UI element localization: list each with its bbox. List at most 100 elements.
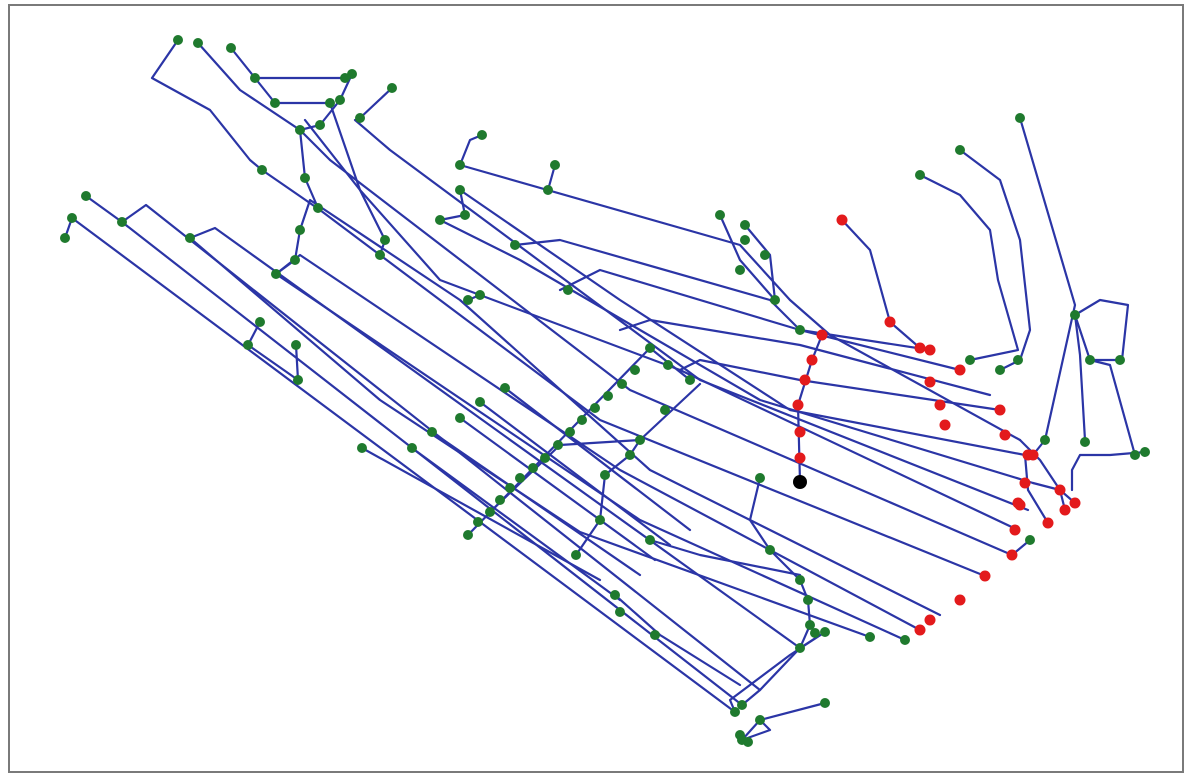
- network-node: [805, 620, 815, 630]
- highlighted-node: [794, 426, 806, 438]
- highlighted-node: [924, 376, 936, 388]
- network-node: [185, 233, 195, 243]
- network-node: [117, 217, 127, 227]
- highlighted-node: [1019, 477, 1031, 489]
- network-node: [1013, 355, 1023, 365]
- highlighted-node: [816, 329, 828, 341]
- pipe-edge: [840, 218, 922, 350]
- pipe-edge: [678, 358, 1002, 412]
- pipe-edge: [458, 188, 1027, 457]
- pipe-edge: [748, 476, 812, 650]
- pipe-edge: [728, 630, 827, 714]
- highlighted-node: [924, 614, 936, 626]
- network-node: [505, 483, 515, 493]
- highlighted-node: [1009, 524, 1021, 536]
- network-node: [485, 507, 495, 517]
- network-node: [660, 405, 670, 415]
- network-node: [463, 530, 473, 540]
- network-node: [1140, 447, 1150, 457]
- network-node: [455, 160, 465, 170]
- network-node: [735, 730, 745, 740]
- pipe-edge: [613, 593, 742, 687]
- network-node: [357, 443, 367, 453]
- highlighted-node: [792, 399, 804, 411]
- network-node: [295, 225, 305, 235]
- network-node: [313, 203, 323, 213]
- network-node: [355, 113, 365, 123]
- network-node: [755, 473, 765, 483]
- highlighted-node: [1054, 484, 1066, 496]
- network-node: [300, 173, 310, 183]
- network-node: [81, 191, 91, 201]
- network-node: [795, 575, 805, 585]
- network-node: [387, 83, 397, 93]
- highlighted-node: [794, 452, 806, 464]
- network-node: [635, 435, 645, 445]
- network-node: [955, 145, 965, 155]
- highlighted-node: [934, 399, 946, 411]
- highlighted-node: [1069, 497, 1081, 509]
- pipe-edge: [298, 198, 942, 617]
- network-node: [600, 470, 610, 480]
- network-node: [803, 595, 813, 605]
- highlighted-node: [939, 419, 951, 431]
- network-node: [820, 627, 830, 637]
- network-node: [293, 375, 303, 385]
- network-node: [1080, 437, 1090, 447]
- pipe-edge: [513, 238, 932, 352]
- network-node: [715, 210, 725, 220]
- network-node: [760, 250, 770, 260]
- pipe-edge: [740, 718, 772, 742]
- network-node: [347, 69, 357, 79]
- pipe-edge: [1088, 358, 1137, 457]
- pipe-edge: [63, 216, 737, 714]
- source-node: [793, 475, 807, 489]
- network-node: [1040, 435, 1050, 445]
- network-node: [335, 95, 345, 105]
- network-node: [380, 235, 390, 245]
- network-node: [795, 643, 805, 653]
- network-node: [1115, 355, 1125, 365]
- highlighted-node: [1006, 549, 1018, 561]
- highlighted-node: [979, 570, 991, 582]
- pipe-edge: [438, 218, 1035, 485]
- network-node: [243, 340, 253, 350]
- pipe-edge: [743, 223, 777, 302]
- pipe-edge: [274, 272, 907, 642]
- network-node: [645, 343, 655, 353]
- network-node: [427, 427, 437, 437]
- network-node: [500, 383, 510, 393]
- pipe-edge: [1070, 450, 1147, 492]
- network-node: [407, 443, 417, 453]
- network-node: [510, 240, 520, 250]
- network-node: [540, 453, 550, 463]
- network-node: [270, 98, 280, 108]
- network-node: [595, 515, 605, 525]
- highlighted-node: [1042, 517, 1054, 529]
- network-node: [455, 185, 465, 195]
- network-node: [1070, 310, 1080, 320]
- pipe-edge: [353, 118, 1030, 512]
- network-node: [610, 590, 620, 600]
- highlighted-node: [884, 316, 896, 328]
- network-node: [730, 707, 740, 717]
- network-node: [455, 413, 465, 423]
- network-node: [495, 495, 505, 505]
- network-node: [473, 517, 483, 527]
- network-node: [743, 737, 753, 747]
- network-node: [515, 473, 525, 483]
- network-node: [257, 165, 267, 175]
- pipe-edge: [1073, 313, 1087, 442]
- network-node: [475, 397, 485, 407]
- highlighted-node: [999, 429, 1011, 441]
- highlighted-node: [1059, 504, 1071, 516]
- pipe-edge: [1018, 116, 1077, 457]
- network-node: [995, 365, 1005, 375]
- pipe-edge: [1073, 298, 1130, 362]
- network-node: [290, 255, 300, 265]
- pipe-edge: [358, 86, 394, 120]
- network-node: [735, 265, 745, 275]
- pipe-edge: [458, 416, 657, 562]
- pipe-edge: [410, 446, 622, 602]
